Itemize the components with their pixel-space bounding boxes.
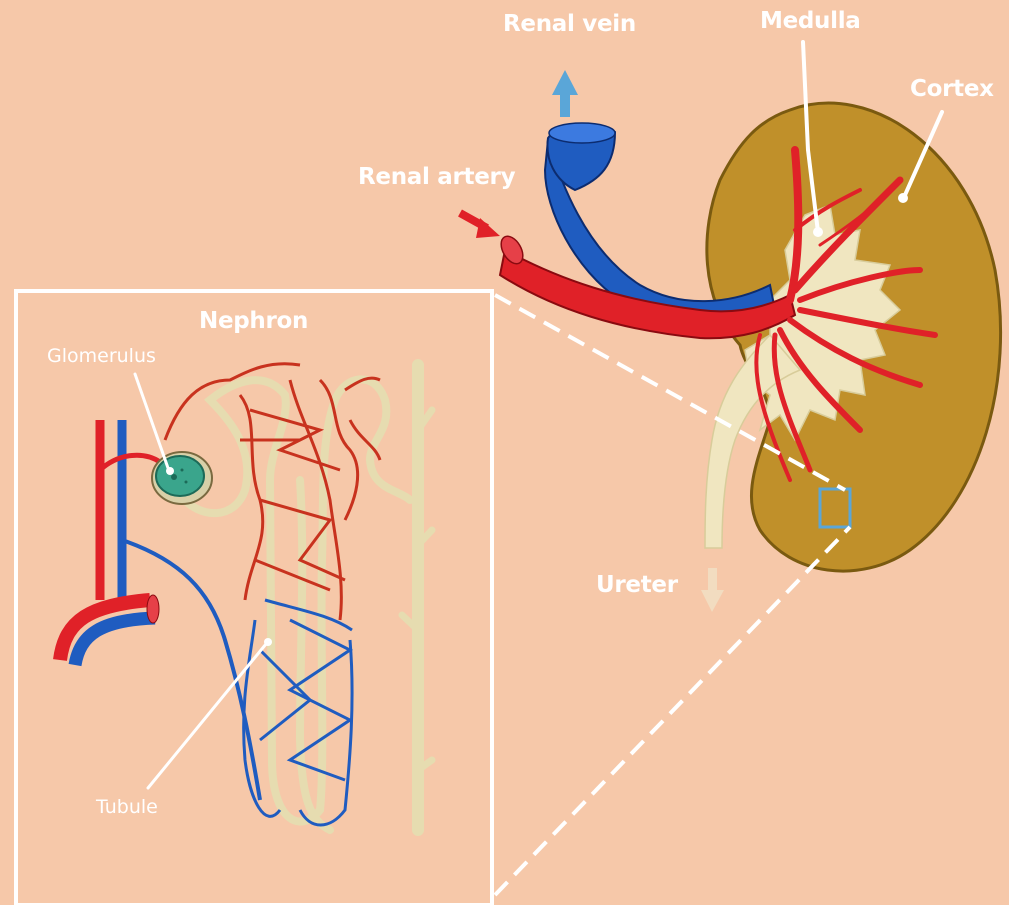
renal-artery-arrow	[460, 213, 500, 238]
renal-vein-label: Renal vein	[503, 11, 636, 37]
renal-vein-rim	[549, 123, 615, 143]
nephron-tubule	[180, 365, 432, 830]
cortex-pointer-dot	[898, 193, 908, 203]
glomerulus-pointer-dot	[166, 467, 174, 475]
ureter-arrow	[701, 568, 724, 612]
glomerulus	[152, 452, 212, 504]
ureter-label: Ureter	[596, 572, 678, 598]
medulla-label: Medulla	[760, 8, 861, 34]
kidney	[705, 103, 1001, 571]
renal-vein-arrow	[552, 70, 578, 117]
tubule-pointer-dot	[264, 638, 272, 646]
renal-artery-label: Renal artery	[358, 164, 515, 190]
tubule-label: Tubule	[96, 796, 158, 818]
tubule-pointer	[148, 644, 266, 788]
glomerulus-label: Glomerulus	[47, 345, 156, 367]
cortex-label: Cortex	[910, 76, 994, 102]
medulla-pointer-dot	[813, 227, 823, 237]
nephron-title: Nephron	[199, 308, 308, 334]
